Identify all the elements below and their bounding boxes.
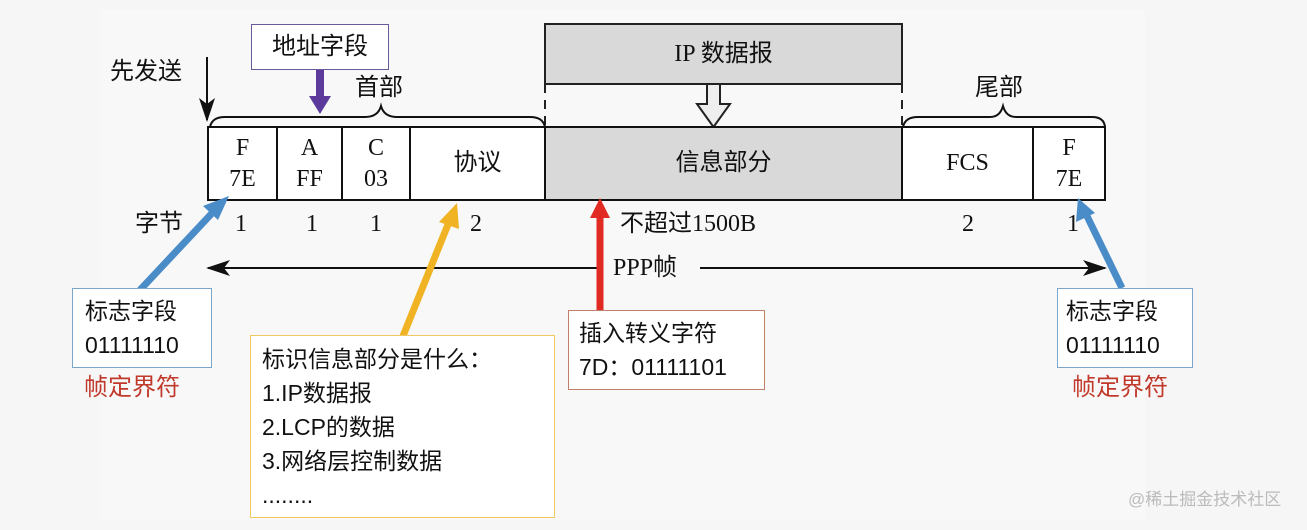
info-cell-fill — [544, 126, 903, 201]
hollow-down-arrow-icon — [695, 83, 732, 129]
trailer-label: 尾部 — [975, 75, 1023, 101]
watermark: @稀土掘金技术社区 — [1128, 490, 1282, 509]
byte-count: 2 — [470, 211, 482, 237]
right-flag-arrow-icon — [1076, 198, 1095, 222]
byte-count: 1 — [370, 211, 382, 237]
address-field-box: 地址字段 — [251, 24, 389, 70]
right-flag-box: 标志字段 01111110 — [1057, 288, 1193, 368]
send-first-label: 先发送 — [110, 59, 182, 85]
note-item: 1.IP数据报 — [262, 380, 372, 406]
trailer-brace — [902, 102, 1106, 128]
byte-count: 1 — [1067, 211, 1079, 237]
bytes-label: 字节 — [135, 211, 183, 237]
ip-datagram-label: IP 数据报 — [674, 41, 773, 67]
byte-count: 1 — [235, 211, 247, 237]
flag-title: 标志字段 — [1066, 298, 1158, 324]
protocol-cell: 协议 — [453, 150, 502, 176]
frame-delimiter-label: 帧定界符 — [1072, 374, 1168, 401]
note-item: ........ — [262, 482, 314, 508]
note-value: 7D：01111101 — [579, 354, 727, 380]
byte-count: 2 — [962, 211, 974, 237]
ip-datagram-box — [544, 23, 903, 85]
header-brace — [209, 102, 546, 128]
header-label: 首部 — [355, 75, 403, 101]
flag-title: 标志字段 — [85, 298, 177, 324]
protocol-arrow-icon — [439, 203, 459, 229]
byte-count: 1 — [306, 211, 318, 237]
note-item: 3.网络层控制数据 — [262, 448, 443, 474]
address-arrow-icon — [309, 96, 331, 114]
flag-bits: 01111110 — [1066, 332, 1160, 358]
info-cell: 信息部分 — [675, 150, 772, 176]
frame-delimiter-label: 帧定界符 — [84, 374, 180, 401]
note-title: 标识信息部分是什么： — [262, 346, 492, 372]
note-item: 2.LCP的数据 — [262, 414, 395, 440]
byte-count: 不超过1500B — [620, 211, 757, 237]
ppp-frame-label: PPP帧 — [613, 255, 678, 281]
escape-arrow-icon — [590, 198, 610, 218]
protocol-note-box: 标识信息部分是什么： 1.IP数据报 2.LCP的数据 3.网络层控制数据 ..… — [250, 335, 555, 518]
flag-bits: 01111110 — [85, 332, 179, 358]
note-title: 插入转义字符 — [579, 320, 717, 346]
left-flag-box: 标志字段 01111110 — [72, 288, 212, 368]
left-flag-arrow-icon — [203, 196, 229, 220]
escape-note-box: 插入转义字符 7D：01111101 — [568, 310, 765, 390]
fcs-cell: FCS — [946, 150, 989, 176]
